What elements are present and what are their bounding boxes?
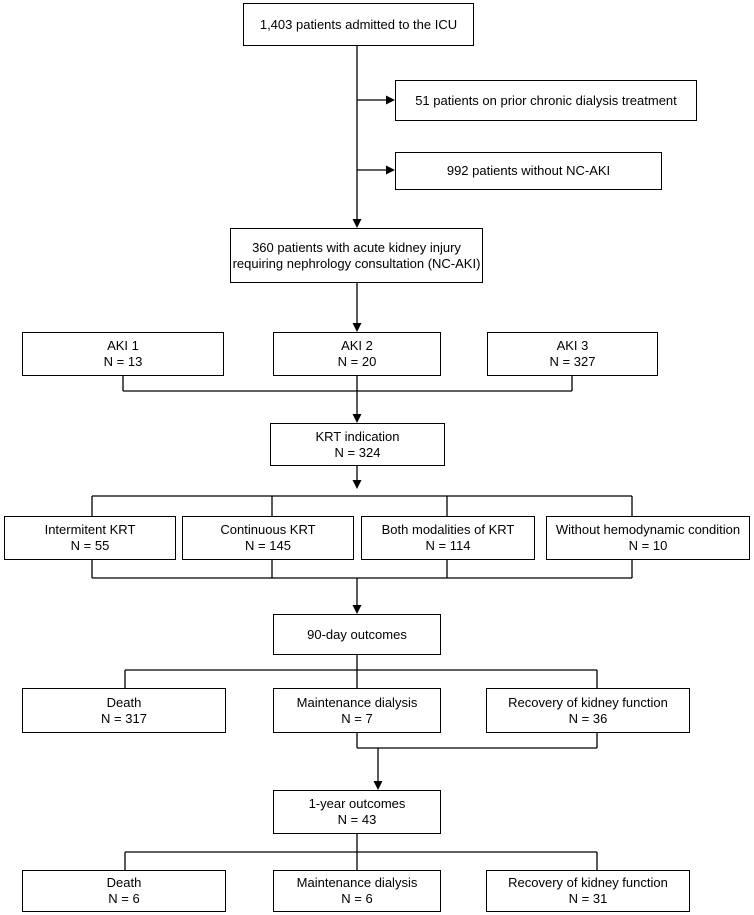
box-both-modalities-krt: Both modalities of KRT N = 114 (361, 516, 535, 560)
box-1-year-maintenance: Maintenance dialysis N = 6 (273, 870, 441, 912)
box-excluded-dialysis: 51 patients on prior chronic dialysis tr… (395, 80, 697, 121)
box-90-day-maintenance: Maintenance dialysis N = 7 (273, 688, 441, 733)
box-intermitent-krt-label: Intermitent KRT (44, 522, 136, 537)
arrow-to-aki2 (352, 323, 362, 332)
box-continuous-krt-count: N = 145 (245, 538, 291, 553)
box-excluded-dialysis-line-1: 51 patients on prior chronic dialysis tr… (415, 92, 677, 108)
box-1-year-recovery-label: Recovery of kidney function (508, 875, 668, 890)
box-1-year-maintenance-label: Maintenance dialysis (296, 875, 418, 890)
box-without-hemodynamic: Without hemodynamic condition N = 10 (546, 516, 750, 560)
box-1-year-death: Death N = 6 (22, 870, 226, 912)
box-90-day-recovery-count: N = 36 (568, 710, 608, 726)
box-1-year-outcomes-count: N = 43 (337, 812, 377, 827)
box-1-year-death-count: N = 6 (108, 891, 140, 906)
box-1-year-outcomes-label: 1-year outcomes (308, 796, 406, 811)
box-aki-3: AKI 3 N = 327 (487, 332, 658, 376)
box-krt-indication: KRT indication N = 324 (270, 423, 445, 466)
box-intermitent-krt: Intermitent KRT N = 55 (4, 516, 176, 560)
arrow-to-1-year (373, 781, 383, 790)
box-aki-1-count: N = 13 (103, 354, 143, 369)
box-90-day-outcomes: 90-day outcomes (273, 614, 441, 655)
box-aki-2: AKI 2 N = 20 (273, 332, 441, 376)
box-aki-1-label: AKI 1 (107, 338, 139, 353)
box-nc-aki-line-2: requiring nephrology consultation (NC-AK… (232, 255, 481, 271)
box-1-year-maintenance-count: N = 6 (341, 891, 373, 906)
box-aki-2-label: AKI 2 (341, 338, 373, 353)
box-1-year-recovery-count: N = 31 (568, 891, 608, 906)
box-both-modalities-krt-label: Both modalities of KRT (381, 522, 515, 537)
box-90-day-recovery: Recovery of kidney function N = 36 (486, 688, 690, 733)
box-aki-1: AKI 1 N = 13 (22, 332, 224, 376)
box-nc-aki: 360 patients with acute kidney injury re… (230, 228, 483, 283)
box-1-year-recovery: Recovery of kidney function N = 31 (486, 870, 690, 912)
box-continuous-krt: Continuous KRT N = 145 (182, 516, 354, 560)
box-krt-indication-count: N = 324 (334, 444, 381, 460)
box-aki-2-count: N = 20 (337, 354, 377, 369)
box-excluded-no-ncaki-line-1: 992 patients without NC-AKI (446, 163, 611, 178)
arrow-krt-fan (352, 480, 362, 489)
box-krt-indication-label: KRT indication (315, 428, 400, 444)
arrow-to-dialysis (386, 95, 395, 105)
box-without-hemodynamic-count: N = 10 (628, 538, 668, 553)
arrow-to-krt-indication (352, 414, 362, 423)
box-aki-3-label: AKI 3 (556, 338, 589, 353)
box-90-day-maintenance-label: Maintenance dialysis (296, 694, 418, 710)
box-admitted: 1,403 patients admitted to the ICU (243, 3, 474, 46)
box-90-day-death-count: N = 317 (101, 710, 147, 726)
box-90-day-outcomes-label: 90-day outcomes (307, 626, 407, 642)
arrow-to-ncaki (352, 219, 362, 228)
box-continuous-krt-label: Continuous KRT (220, 522, 316, 537)
arrow-to-90-day (352, 605, 362, 614)
box-1-year-death-label: Death (106, 875, 142, 890)
box-both-modalities-krt-count: N = 114 (425, 538, 471, 553)
box-90-day-death: Death N = 317 (22, 688, 226, 733)
box-90-day-recovery-label: Recovery of kidney function (508, 694, 668, 710)
box-intermitent-krt-count: N = 55 (70, 538, 110, 553)
box-1-year-outcomes: 1-year outcomes N = 43 (273, 790, 441, 834)
box-aki-3-count: N = 327 (549, 354, 596, 369)
arrow-to-no-ncaki (386, 165, 395, 175)
box-90-day-death-label: Death (106, 694, 142, 710)
box-90-day-maintenance-count: N = 7 (341, 710, 373, 726)
box-excluded-no-ncaki: 992 patients without NC-AKI (395, 152, 662, 190)
box-nc-aki-line-1: 360 patients with acute kidney injury (252, 239, 461, 255)
box-admitted-line-1: 1,403 patients admitted to the ICU (259, 16, 458, 32)
box-without-hemodynamic-label: Without hemodynamic condition (555, 522, 741, 537)
